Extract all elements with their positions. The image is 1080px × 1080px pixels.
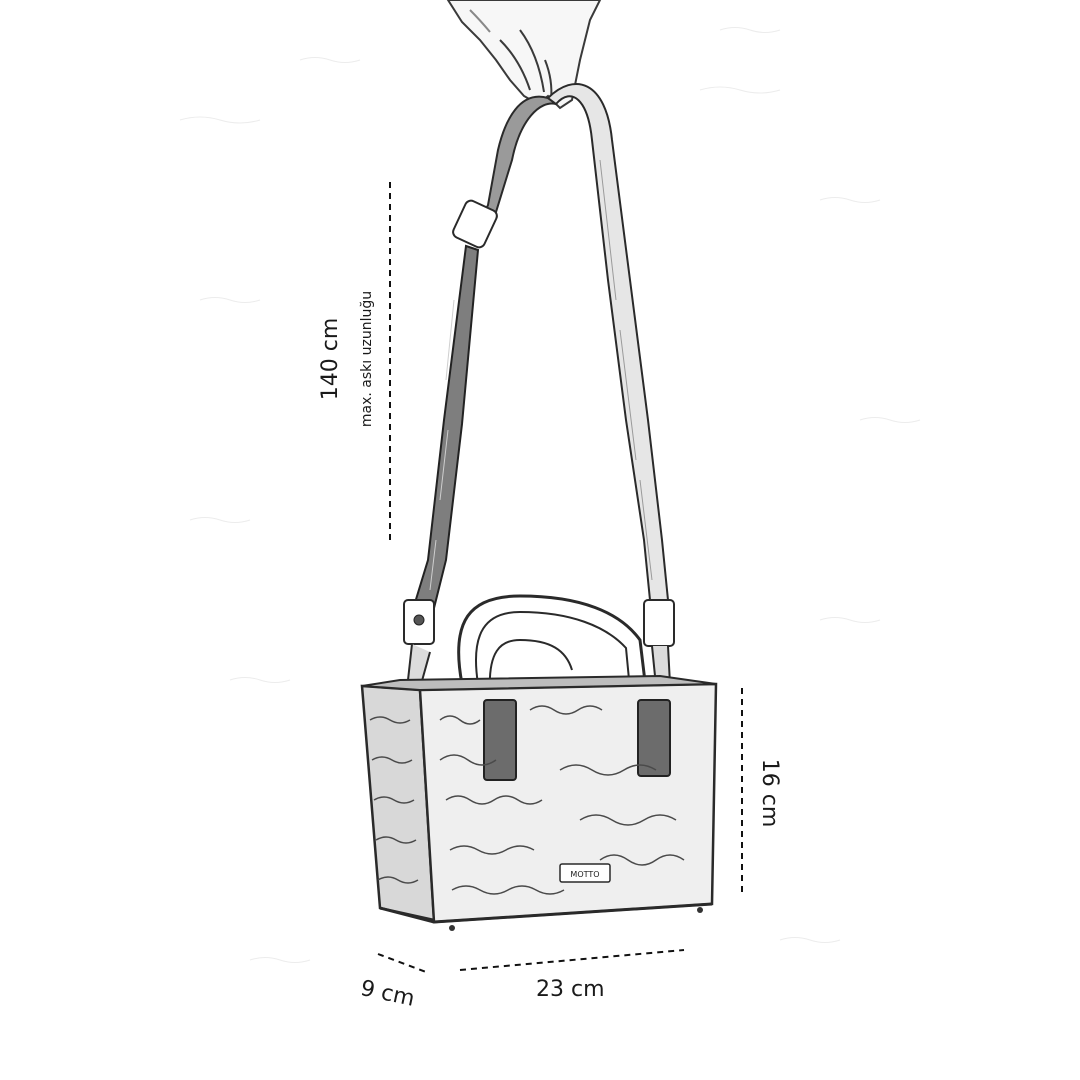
bag-handles <box>457 594 648 693</box>
strap-right <box>546 83 675 688</box>
depth-dimension-line <box>377 953 427 973</box>
width-dimension-line <box>459 949 685 971</box>
strap-left <box>403 95 557 690</box>
paper-texture <box>179 27 921 963</box>
strap-length-note: max. askı uzunluğu <box>359 290 375 428</box>
strap-length-label: 140 cm <box>318 317 343 401</box>
logo-plate <box>559 863 611 883</box>
logo-text: MOTTO <box>570 870 599 879</box>
height-label: 16 cm <box>757 758 782 828</box>
dimension-lines <box>377 182 743 973</box>
width-label: 23 cm <box>536 977 605 1002</box>
bag-body <box>360 674 718 931</box>
